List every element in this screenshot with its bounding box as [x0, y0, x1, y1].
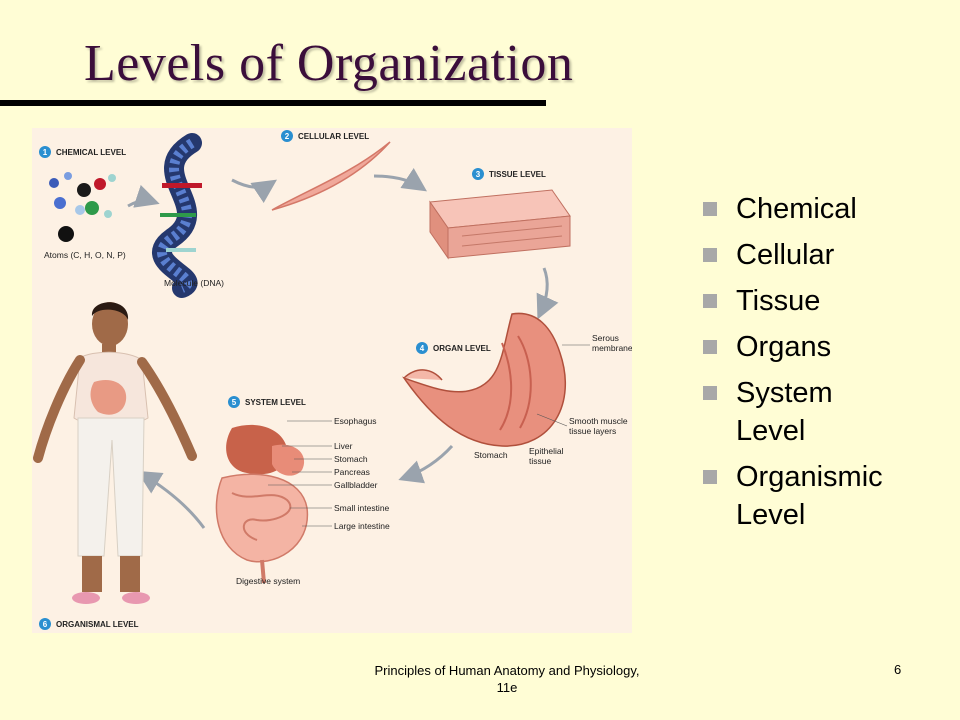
liver-caption: Liver	[334, 441, 353, 451]
human-figure-icon	[33, 302, 197, 604]
level-number: 2	[285, 132, 290, 141]
epithelial-caption: Epithelial	[529, 446, 564, 456]
membrane-caption: membrane	[592, 343, 632, 353]
bullet-item: System Level	[703, 374, 876, 450]
tissue-level-badge: 3 TISSUE LEVEL	[472, 168, 546, 180]
bullet-square-icon	[703, 386, 717, 400]
footer-citation: Principles of Human Anatomy and Physiolo…	[374, 663, 640, 695]
organ-level-badge: 4 ORGAN LEVEL	[416, 342, 491, 354]
bullet-item: Organismic Level	[703, 458, 916, 534]
level-label: CHEMICAL LEVEL	[56, 148, 126, 157]
title-underline	[0, 100, 546, 106]
level-number: 3	[476, 170, 481, 179]
dna-molecule-icon	[152, 133, 202, 298]
chemical-level-badge: 1 CHEMICAL LEVEL	[39, 146, 126, 158]
small-intestine-caption: Small intestine	[334, 503, 390, 513]
level-label: CELLULAR LEVEL	[298, 132, 369, 141]
level-label: SYSTEM LEVEL	[245, 398, 306, 407]
atoms-icon	[49, 172, 116, 242]
bullet-item: Cellular	[703, 236, 916, 274]
gallbladder-caption: Gallbladder	[334, 480, 378, 490]
large-intestine-caption: Large intestine	[334, 521, 390, 531]
bullet-item: Organs	[703, 328, 916, 366]
slide-title: Levels of Organization	[84, 35, 574, 92]
level-label: TISSUE LEVEL	[489, 170, 546, 179]
bullet-item: Chemical	[703, 190, 916, 228]
level-label: ORGAN LEVEL	[433, 344, 491, 353]
level-number: 1	[43, 148, 48, 157]
stomach-system-caption: Stomach	[334, 454, 368, 464]
organismal-level-badge: 6 ORGANISMAL LEVEL	[39, 618, 139, 630]
bullet-item: Tissue	[703, 282, 916, 320]
stomach-organ-icon	[402, 312, 567, 447]
system-level-badge: 5 SYSTEM LEVEL	[228, 396, 306, 408]
pancreas-caption: Pancreas	[334, 467, 370, 477]
serous-caption: Serous	[592, 333, 619, 343]
levels-of-organization-illustration: 1 CHEMICAL LEVEL Atoms (C, H, O, N, P) M…	[32, 128, 632, 633]
level-number: 5	[232, 398, 237, 407]
atoms-caption: Atoms (C, H, O, N, P)	[44, 250, 126, 260]
cellular-level-badge: 2 CELLULAR LEVEL	[281, 130, 369, 142]
tissue-layers-caption: tissue layers	[569, 426, 616, 436]
levels-bullet-list: Chemical Cellular Tissue Organs System L…	[703, 190, 916, 542]
muscle-tissue-icon	[429, 189, 571, 260]
level-label: ORGANISMAL LEVEL	[56, 620, 139, 629]
digestive-system-caption: Digestive system	[236, 576, 300, 586]
level-number: 4	[420, 344, 425, 353]
digestive-system-icon	[215, 424, 309, 584]
bullet-square-icon	[703, 248, 717, 262]
level-number: 6	[43, 620, 48, 629]
epithelial-tissue-caption: tissue	[529, 456, 551, 466]
bullet-square-icon	[703, 202, 717, 216]
bullet-square-icon	[703, 340, 717, 354]
bullet-square-icon	[703, 470, 717, 484]
system-callouts: Esophagus Liver Stomach Pancreas Gallbla…	[236, 416, 390, 586]
molecule-caption: Molecule (DNA)	[164, 278, 224, 288]
muscle-cell-icon	[271, 141, 391, 211]
esophagus-caption: Esophagus	[334, 416, 377, 426]
smooth-muscle-caption: Smooth muscle	[569, 416, 628, 426]
bullet-square-icon	[703, 294, 717, 308]
page-number: 6	[894, 662, 902, 677]
stomach-caption: Stomach	[474, 450, 508, 460]
